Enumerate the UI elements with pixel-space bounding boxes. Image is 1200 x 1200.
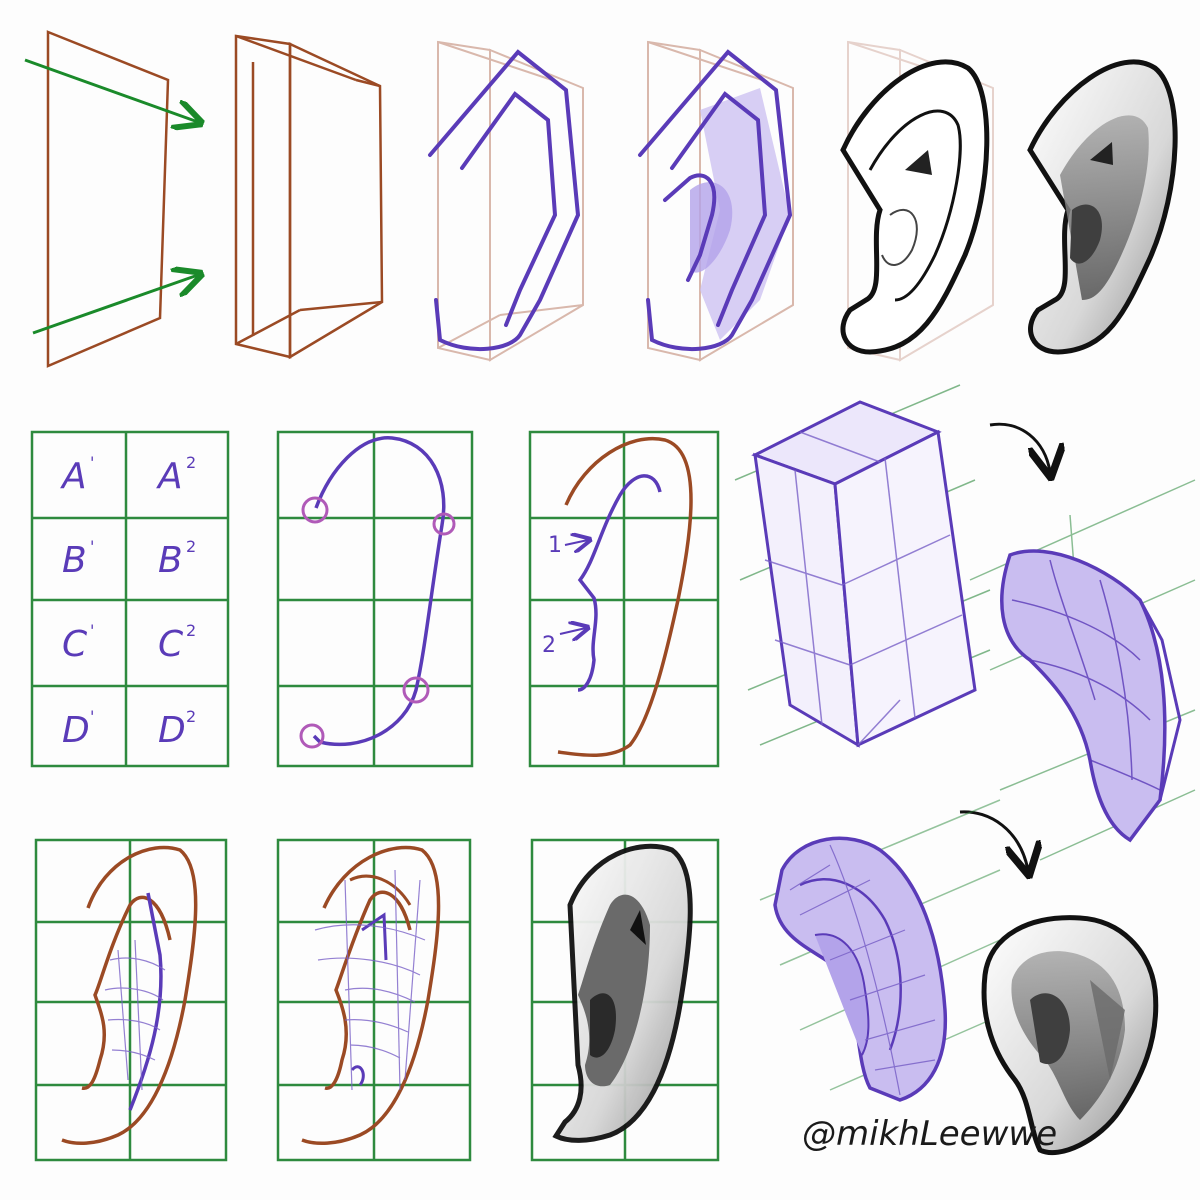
step-arrow [564, 540, 588, 545]
grid-label-superscript: ' [90, 621, 94, 640]
landmark-circle [402, 676, 430, 704]
projection-arrow [24, 58, 198, 122]
grid-label-letter: B [158, 540, 183, 581]
step-arrow [559, 628, 586, 634]
grid-label-superscript: 2 [186, 453, 196, 472]
grid-label-letter: C [62, 624, 88, 665]
ear-detail-grid-panel [276, 838, 472, 1162]
grid-label-superscript: 2 [186, 621, 196, 640]
artist-signature: @mikhLeewwe [802, 1114, 1057, 1154]
curved-arrow [959, 810, 1028, 870]
grid-label-letter: A [156, 456, 183, 497]
ear-mesh-grid-panel [34, 838, 228, 1162]
row1-box-ear-shaded [638, 40, 794, 362]
inner-curve-grid-panel: 1 2 [528, 430, 720, 768]
grid-label-letter: A [60, 456, 87, 497]
grid-label-superscript: 2 [186, 537, 196, 556]
curved-arrow [989, 422, 1050, 472]
ear-block-3d [969, 479, 1196, 861]
landmark-grid-panel [276, 430, 474, 768]
grid-label-superscript: 2 [186, 707, 196, 726]
wireframe-box-3d [734, 384, 991, 748]
grid-label-letter: C [158, 624, 184, 665]
row1-shaded-ear [1027, 59, 1178, 355]
row1-flat-plane [24, 30, 198, 368]
landmark-circle [299, 723, 325, 749]
grid-label-superscript: ' [90, 453, 94, 472]
row1-box-ear-outline [428, 40, 584, 362]
row1-ink-ear [840, 40, 994, 362]
grid-label-superscript: ' [90, 707, 94, 726]
landmark-circle [301, 496, 329, 524]
projection-arrow [32, 275, 198, 335]
shaded-ear-angled [981, 915, 1159, 1156]
row1-box [234, 34, 384, 360]
landmark-circle [432, 512, 456, 536]
grid-label-superscript: ' [90, 537, 94, 556]
ink-ear-grid-panel [530, 838, 720, 1162]
grid-label-letter: D [158, 710, 186, 751]
grid-label-letter: D [62, 710, 90, 751]
step-marker-1: 1 [548, 533, 562, 558]
ear-mesh-3d [759, 799, 1001, 1102]
step-marker-2: 2 [542, 633, 556, 658]
grid-label-letter: B [62, 540, 87, 581]
